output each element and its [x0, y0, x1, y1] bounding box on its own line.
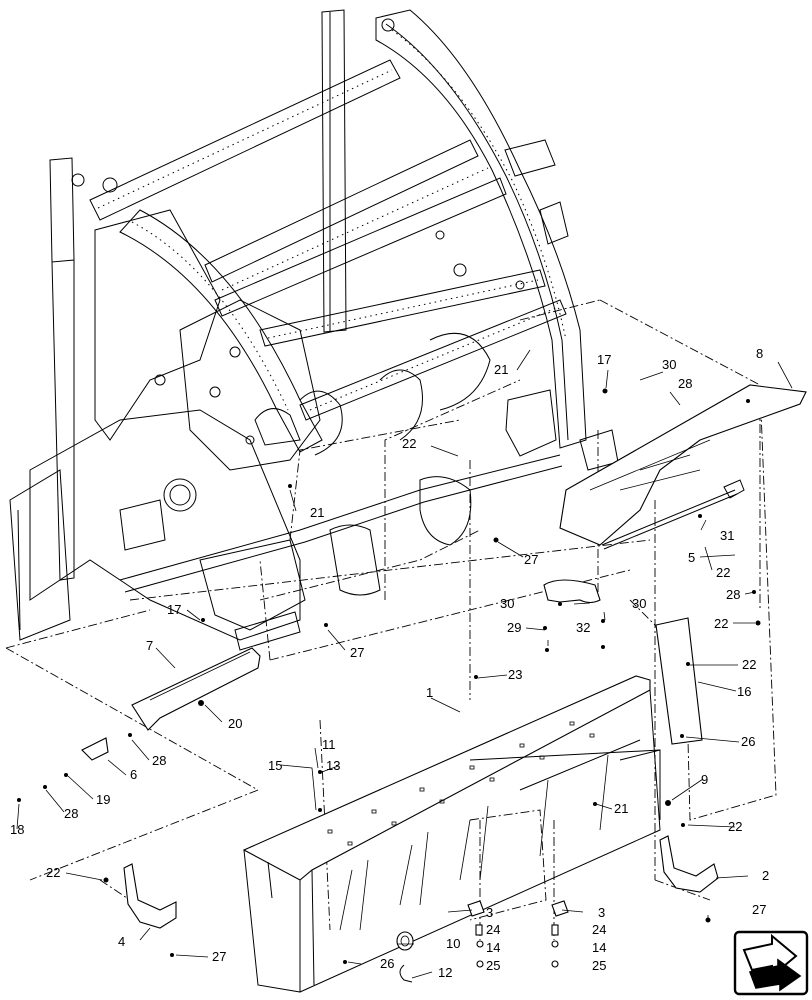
callout-31: 31: [720, 528, 734, 543]
leader-lines: [16, 349, 793, 979]
callout-22: 22: [716, 565, 730, 580]
callout-17: 17: [167, 602, 181, 617]
callout-14: 14: [486, 940, 500, 955]
callout-28: 28: [64, 806, 78, 821]
callout-15: 15: [268, 758, 282, 773]
callout-21: 21: [494, 362, 508, 377]
callout-21: 21: [310, 505, 324, 520]
callout-26: 26: [741, 734, 755, 749]
callout-28: 28: [152, 753, 166, 768]
callout-17: 17: [597, 352, 611, 367]
callout-27: 27: [212, 949, 226, 964]
callout-3: 3: [598, 905, 605, 920]
pan-assembly-part-1: [242, 675, 661, 993]
callout-27: 27: [752, 902, 766, 917]
baler-frame-assembly: [9, 9, 619, 651]
callout-22: 22: [402, 436, 416, 451]
callout-8: 8: [756, 346, 763, 361]
callout-22: 22: [46, 865, 60, 880]
callout-1: 1: [426, 685, 433, 700]
callout-7: 7: [146, 638, 153, 653]
callout-labels: 8 17 30 28 21 22 21 31 27 5 22 28 30 30 …: [10, 346, 769, 980]
callout-20: 20: [228, 716, 242, 731]
bracket-part-2: [659, 835, 719, 893]
callout-24: 24: [486, 922, 500, 937]
callout-25: 25: [486, 958, 500, 973]
callout-22: 22: [742, 657, 756, 672]
guard-part-30-bracket: [543, 579, 601, 604]
callout-10: 10: [446, 936, 460, 951]
callout-22: 22: [728, 819, 742, 834]
rod-part-5: [601, 479, 745, 550]
next-page-arrow-icon[interactable]: [733, 930, 809, 996]
callout-4: 4: [118, 934, 125, 949]
callout-18: 18: [10, 822, 24, 837]
callout-3: 3: [486, 905, 493, 920]
callout-22: 22: [714, 616, 728, 631]
callout-24: 24: [592, 922, 606, 937]
bracket-part-4: [123, 863, 177, 929]
callout-30: 30: [500, 596, 514, 611]
callout-13: 13: [326, 758, 340, 773]
callout-12: 12: [438, 965, 452, 980]
callout-30: 30: [662, 357, 676, 372]
callout-2: 2: [762, 868, 769, 883]
callout-28: 28: [726, 587, 740, 602]
left-shield-part-7: [131, 647, 261, 731]
bolts: [17, 388, 761, 964]
callout-30: 30: [632, 596, 646, 611]
hardware-clips: [396, 900, 569, 983]
callout-23: 23: [508, 667, 522, 682]
callout-28: 28: [678, 376, 692, 391]
callout-27: 27: [524, 552, 538, 567]
callout-9: 9: [701, 772, 708, 787]
callout-5: 5: [688, 550, 695, 565]
bracket-part-6: [81, 737, 109, 761]
callout-25: 25: [592, 958, 606, 973]
callout-21: 21: [614, 801, 628, 816]
callout-11: 11: [322, 737, 336, 752]
callout-29: 29: [507, 620, 521, 635]
callout-27: 27: [350, 645, 364, 660]
callout-6: 6: [130, 767, 137, 782]
panel-part-16: [655, 617, 703, 745]
callout-19: 19: [96, 792, 110, 807]
right-shield-part-8: [559, 384, 807, 546]
callout-32: 32: [576, 620, 590, 635]
callout-14: 14: [592, 940, 606, 955]
callout-26: 26: [380, 956, 394, 971]
callout-16: 16: [737, 684, 751, 699]
